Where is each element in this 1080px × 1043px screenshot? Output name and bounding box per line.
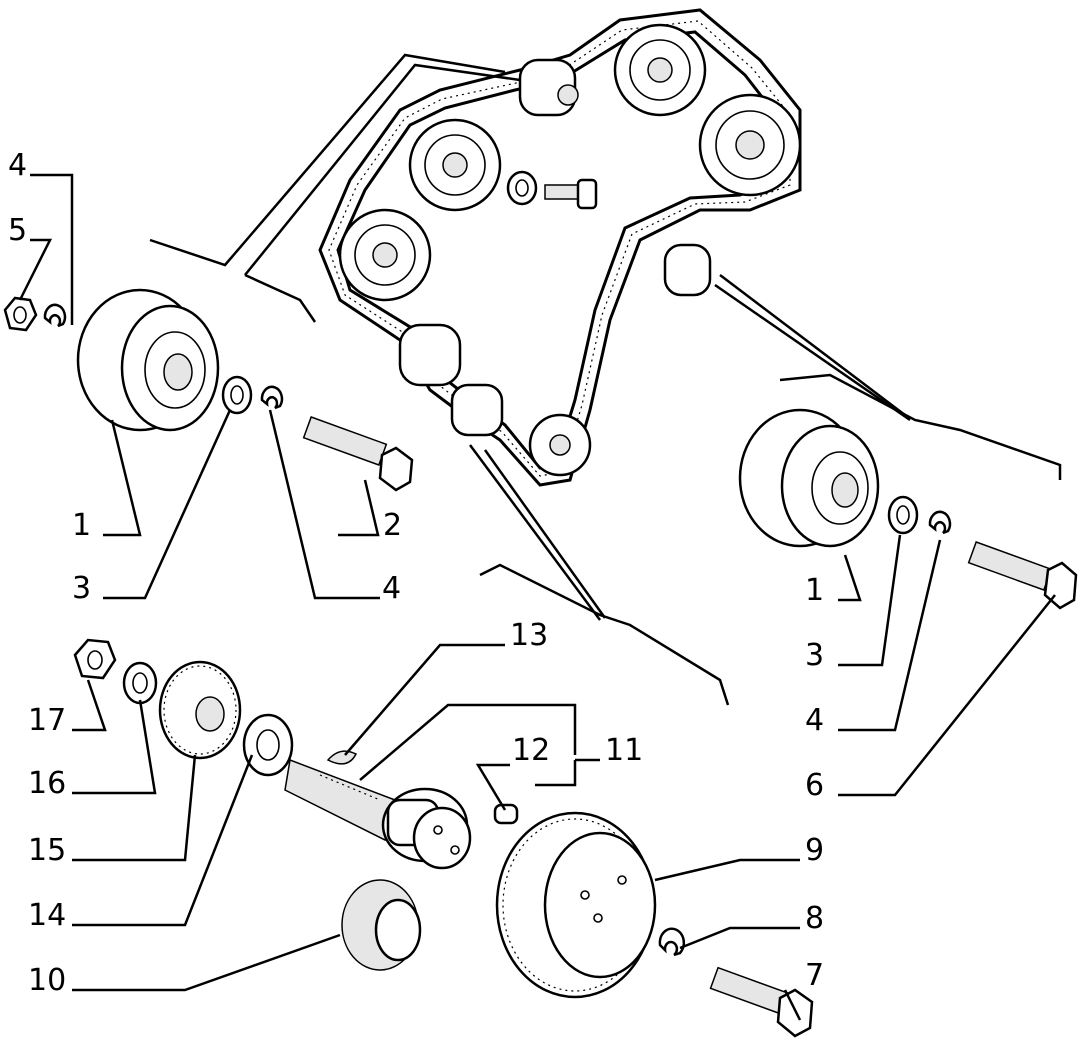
label-8: 8 — [805, 901, 824, 936]
label-7: 7 — [805, 958, 824, 993]
part-labels: 1 3 4 2 4 5 1 3 4 6 9 8 7 13 12 11 17 16… — [8, 148, 824, 998]
timing-belt-assembly — [149, 8, 1062, 706]
cam-pulley-left-lower — [338, 208, 432, 302]
clip-4-left-top — [43, 303, 67, 328]
bolt-7 — [709, 966, 814, 1038]
key-13 — [326, 750, 358, 765]
label-10: 10 — [28, 963, 66, 998]
shaft-11 — [284, 758, 472, 870]
clip-4-left-mid — [260, 385, 284, 410]
roller-1-right — [738, 408, 880, 548]
label-12: 12 — [512, 733, 550, 768]
crank-pulley-on-belt — [528, 413, 592, 477]
washer-16 — [122, 661, 158, 705]
lower-shaft-group — [73, 638, 814, 1038]
label-1-left: 1 — [72, 508, 91, 543]
bolt-6 — [967, 541, 1078, 610]
belt-idler-top — [518, 58, 579, 117]
label-14: 14 — [28, 898, 66, 933]
leader-lines — [18, 173, 1056, 1021]
gear-15 — [158, 660, 242, 760]
washer-3-left — [221, 375, 253, 415]
label-17: 17 — [28, 703, 66, 738]
roller-1-left — [76, 288, 220, 432]
washer-14 — [242, 713, 294, 777]
center-bolt — [544, 178, 598, 210]
label-2: 2 — [383, 508, 402, 543]
label-16: 16 — [28, 766, 66, 801]
cam-pulley-right — [698, 93, 802, 197]
label-9: 9 — [805, 833, 824, 868]
washer-3-right — [887, 495, 919, 535]
belt-idler-bottom — [450, 383, 504, 437]
nut-17 — [73, 638, 117, 680]
label-15: 15 — [28, 833, 66, 868]
label-4-right: 4 — [805, 703, 824, 738]
cam-pulley-top — [613, 23, 707, 117]
label-6: 6 — [805, 768, 824, 803]
label-4-left-top: 4 — [8, 148, 27, 183]
nut-5 — [3, 296, 38, 332]
bushing-10 — [341, 879, 422, 971]
right-tensioner-group — [738, 408, 1078, 610]
bolt-2-left — [302, 416, 414, 492]
clip-8 — [658, 927, 686, 957]
label-5: 5 — [8, 213, 27, 248]
center-washer — [506, 170, 538, 206]
timing-belt-teeth — [328, 20, 791, 477]
label-3-left: 3 — [72, 571, 91, 606]
clip-4-right — [928, 510, 952, 535]
pin-12 — [493, 803, 519, 825]
left-tensioner-group — [3, 288, 414, 492]
belt-idler-right — [663, 243, 712, 297]
label-3-right: 3 — [805, 638, 824, 673]
label-13: 13 — [510, 618, 548, 653]
belt-idler-lower-left — [398, 323, 462, 387]
label-1-right: 1 — [805, 573, 824, 608]
label-4-left-mid: 4 — [382, 571, 401, 606]
label-11: 11 — [605, 733, 643, 768]
cam-pulley-left-upper — [408, 118, 502, 212]
gear-9 — [495, 811, 657, 999]
